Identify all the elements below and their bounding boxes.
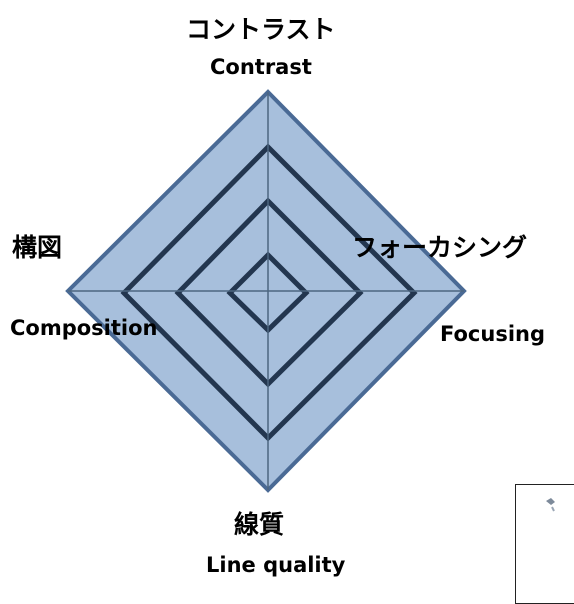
axis-right-label-en: Focusing	[440, 322, 545, 346]
radar-diagram	[65, 89, 467, 493]
thumbnail-sketch-icon	[546, 498, 555, 512]
axis-left-label-jp: 構図	[12, 233, 63, 262]
thumbnail-image-frame	[515, 484, 574, 604]
axis-top-label-jp: コントラスト	[186, 15, 336, 44]
axis-left-label-en: Composition	[10, 316, 158, 340]
axis-top-label-en: Contrast	[210, 55, 312, 79]
axis-bottom-label-jp: 線質	[234, 510, 285, 539]
axis-right-label-jp: フォーカシング	[352, 233, 528, 262]
axis-bottom-label-en: Line quality	[206, 553, 346, 577]
